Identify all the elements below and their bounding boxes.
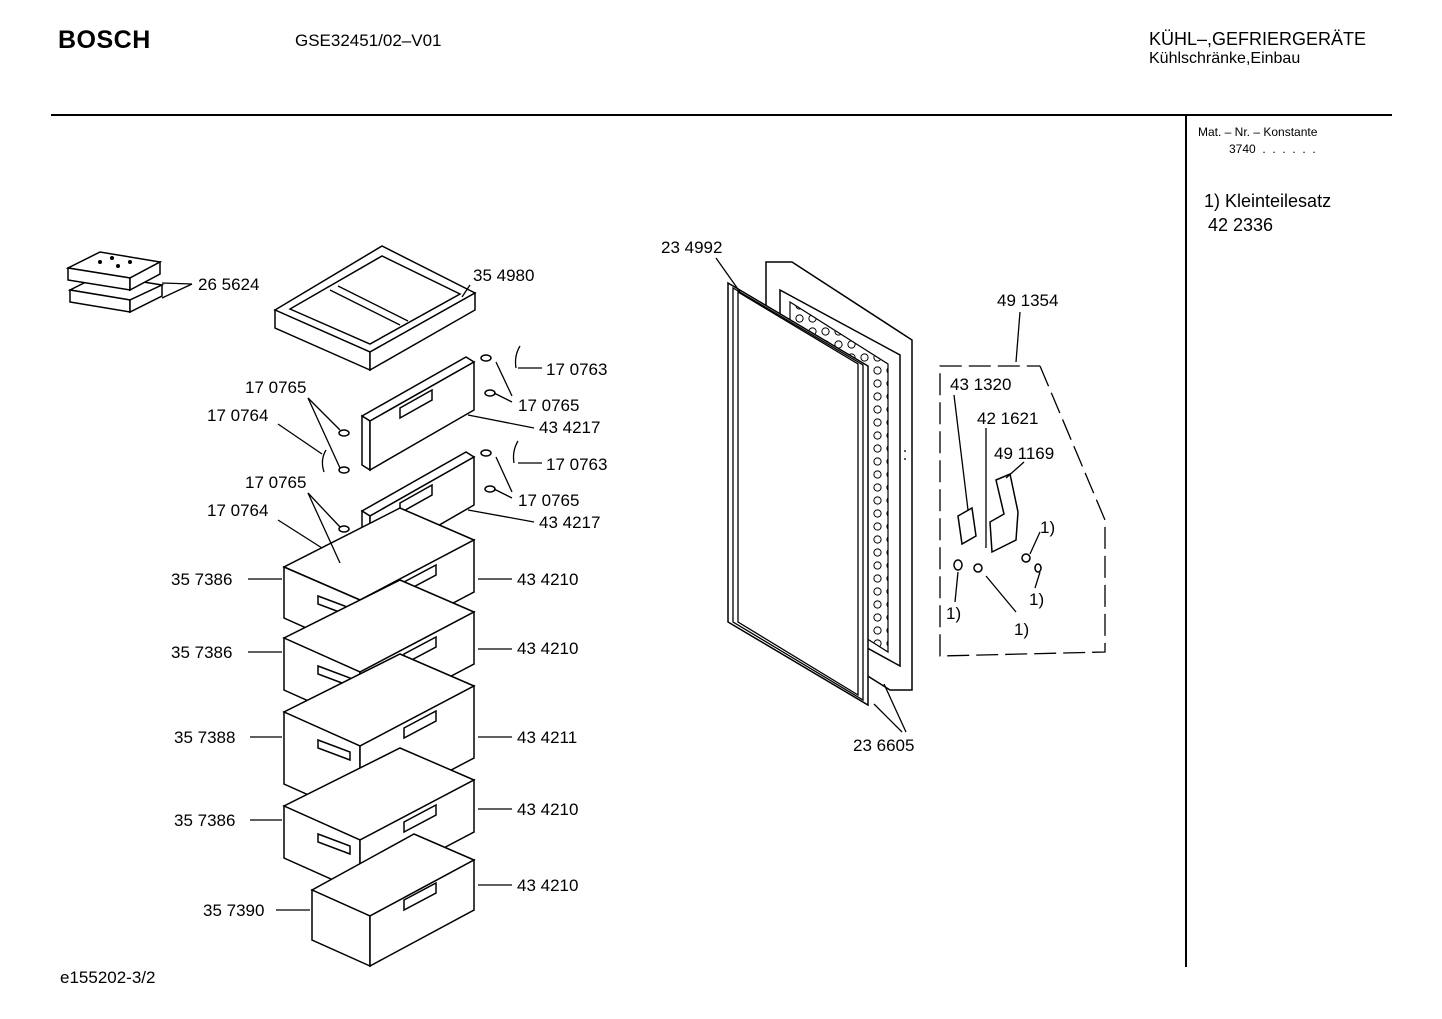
label-hinge-part-b: 42 1621 (977, 409, 1038, 428)
label-kit-ref-4: 1) (1014, 620, 1029, 639)
label-hinge-part-c: 49 1169 (994, 444, 1054, 463)
label-hinge-right-b: 17 0765 (518, 396, 579, 415)
header-divider (51, 114, 1392, 116)
label-flap-1: 43 4217 (539, 418, 600, 437)
kit-number: 42 2336 (1208, 215, 1274, 235)
label-drawer-4-body: 35 7386 (174, 811, 235, 830)
label-door-gasket: 23 4992 (661, 238, 722, 257)
part-labels: 26 5624 35 4980 17 0765 17 0764 17 0765 … (171, 238, 1058, 920)
label-drawer-5-body: 35 7390 (203, 901, 264, 920)
top-tray-drawing (273, 245, 477, 372)
label-hinge-right-a: 17 0763 (546, 360, 607, 379)
label-hinge-left-b: 17 0764 (207, 406, 268, 425)
label-hinge-right-d: 17 0765 (518, 491, 579, 510)
label-drawer-3-front: 43 4211 (517, 728, 577, 747)
label-hinge-left-d: 17 0764 (207, 501, 268, 520)
model-number: GSE32451/02–V01 (295, 31, 442, 50)
label-drawer-4-front: 43 4210 (517, 800, 578, 819)
category-title: KÜHL–,GEFRIERGERÄTE (1149, 29, 1367, 49)
label-drawer-2-front: 43 4210 (517, 639, 578, 658)
label-hinge-right-c: 17 0763 (546, 455, 607, 474)
label-flap-2: 43 4217 (539, 513, 600, 532)
flap-1-drawing (360, 356, 476, 472)
kit-label: 1) Kleinteilesatz (1204, 191, 1332, 211)
label-hinge-kit: 49 1354 (997, 291, 1058, 310)
label-cooling-pack: 26 5624 (198, 275, 259, 294)
label-kit-ref-1: 1) (1040, 518, 1055, 537)
label-top-tray: 35 4980 (473, 266, 534, 285)
leader-lines (248, 257, 1041, 911)
label-drawer-1-body: 35 7386 (171, 570, 232, 589)
brand-logo: BOSCH (58, 26, 151, 54)
label-kit-ref-2: 1) (1029, 590, 1044, 609)
label-hinge-left-c: 17 0765 (245, 473, 306, 492)
mat-nr-label: Mat. – Nr. – Konstante (1198, 125, 1318, 139)
label-drawer-5-front: 43 4210 (517, 876, 578, 895)
cooling-pack-drawing (65, 251, 165, 314)
category-subtitle: Kühlschränke,Einbau (1149, 50, 1301, 67)
label-hinge-part-a: 43 1320 (950, 375, 1011, 394)
label-kit-ref-3: 1) (946, 604, 961, 623)
drawer-5-drawing (310, 833, 476, 968)
door-gasket-drawing (727, 281, 869, 707)
hinge-kit-group (939, 365, 1106, 657)
drawing-id: e155202-3/2 (60, 968, 156, 987)
mat-nr-value: 3740 . . . . . . (1229, 142, 1316, 156)
label-hinge-left-a: 17 0765 (245, 378, 306, 397)
label-drawer-3-body: 35 7388 (174, 728, 235, 747)
sidebar-divider (1185, 116, 1187, 967)
label-door-panel: 23 6605 (853, 736, 914, 755)
label-drawer-2-body: 35 7386 (171, 643, 232, 662)
label-drawer-1-front: 43 4210 (517, 570, 578, 589)
